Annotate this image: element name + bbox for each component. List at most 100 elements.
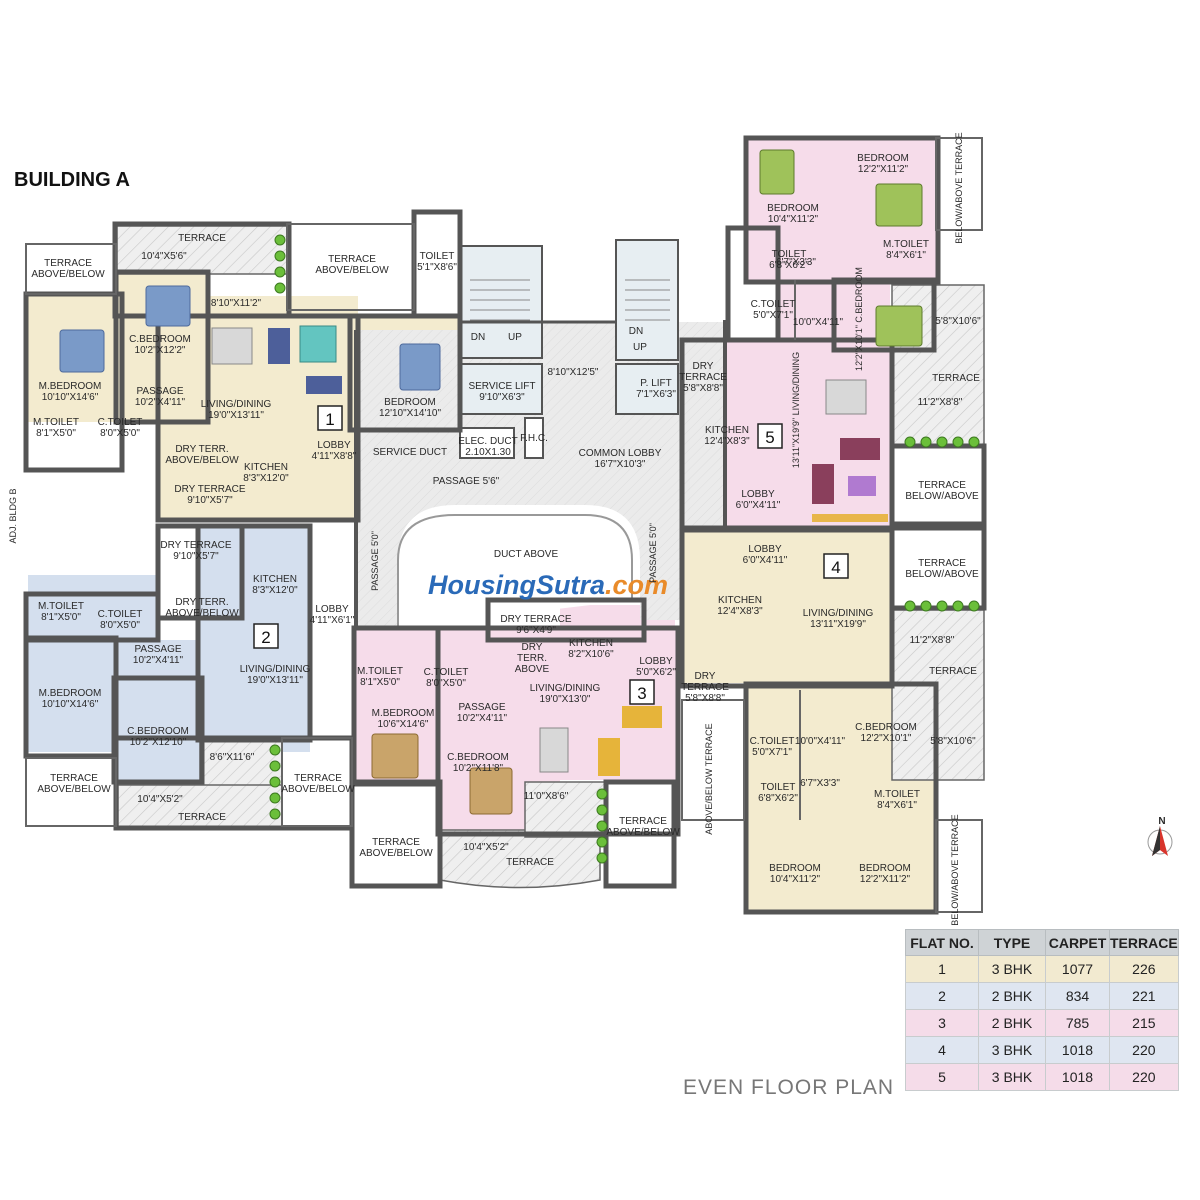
flat-number-badges: 1 2 3 4 5 [253,405,849,705]
room-label-line: LIVING/DINING [803,608,874,619]
room-label-line: KITCHEN [718,595,762,606]
room-label: 10'0"X4'11" [795,736,846,747]
cell-type: 3 BHK [978,1063,1046,1091]
room-label-line: 6'0"X4'11" [736,500,781,511]
cell-carpet: 1018 [1045,1036,1110,1064]
cell-carpet: 1018 [1045,1063,1110,1091]
room-label-line: 12'2"X11'2" [858,164,909,175]
room-label-line: TOILET [772,249,807,260]
room-label-line: M.BEDROOM [39,381,102,392]
room-label-line: 5'1"X8'6" [417,262,457,273]
room-label-line: 10'0"X4'11" [795,736,846,747]
room-label: TERRACE [178,233,226,244]
cell-flat: 5 [905,1063,979,1091]
room-label-line: 9'10"X6'3" [479,392,525,403]
room-label-line: 19'0"X13'0" [540,694,591,705]
room-label-line: 10'4"X5'6" [141,251,187,262]
room-label-line: M.TOILET [883,239,929,250]
room-label-line: M.BEDROOM [39,688,102,699]
room-label-line: 9'10"X5'7" [173,551,219,562]
room-label: 5'8"X10'6" [930,736,976,747]
table-header-row: FLAT NO. TYPE CARPET TERRACE [905,929,1179,956]
room-label-line: DRY TERRACE [174,484,245,495]
room-label-line: 5'8"X8'8" [685,693,725,704]
cell-carpet: 785 [1045,1009,1110,1037]
room-label-line: BEDROOM [384,397,436,408]
furniture [59,149,923,815]
room-label: DUCT ABOVE [494,549,559,560]
room-label-line: 10'10"X14'6" [42,392,99,403]
watermark-part2: .com [605,570,668,600]
flat-number-3: 3 [637,684,646,703]
room-label: 5'8"X10'6" [935,316,981,327]
room-label-line: LOBBY [639,656,673,667]
room-label: TERRACE [178,812,226,823]
room-label: TERRACE [932,373,980,384]
room-label-line: TERRACE [294,773,342,784]
room-label-line: ABOVE [515,664,550,675]
room-label: 11'0"X8'6" [524,791,569,802]
room-label-line: 10'4"X11'2" [770,874,821,885]
room-label-line: 10'2"X4'11" [133,655,184,666]
cell-type: 3 BHK [978,1036,1046,1064]
table-row: 2 2 BHK 834 221 [905,982,1179,1010]
room-label-line: 5'0"X7'1" [752,747,792,758]
room-label-line: 5'8"X8'8" [683,383,723,394]
room-label-line: 10'2"X4'11" [135,397,186,408]
room-label: 10'4"X5'2" [137,794,183,805]
room-label-line: 8'0"X5'0" [100,428,140,439]
room-label-line: M.TOILET [33,417,79,428]
room-label-line: 9'10"X5'7" [187,495,233,506]
room-label-line: UP [508,332,522,343]
room-label-line: 10'2"X12'2" [135,345,186,356]
cell-type: 2 BHK [978,982,1046,1010]
room-label-line: LOBBY [317,440,351,451]
room-label-line: 8'0"X5'0" [100,620,140,631]
room-label-line: C.BEDROOM [855,722,917,733]
room-label-line: TOILET [420,251,455,262]
room-label: 8'6"X11'6" [210,752,255,763]
room-label: TERRACE [506,857,554,868]
room-label-line: 12'10"X14'10" [379,408,442,419]
room-label: 8'10"X12'5" [548,367,599,378]
room-label-line: 9'6"X4'9" [516,625,556,636]
table-row: 1 3 BHK 1077 226 [905,955,1179,983]
room-label-line: TERRACE [178,812,226,823]
room-label-line: 8'3"X12'0" [252,585,298,596]
flat-number-4: 4 [831,558,840,577]
room-label-line: 8'0"X5'0" [426,678,466,689]
room-label-line: 10'4"X11'2" [768,214,819,225]
room-label-line: 6'8"X6'2" [769,260,809,271]
room-label-line: 6'7"X3'3" [776,257,816,268]
room-label-line: TERRACE [372,837,420,848]
cell-flat: 2 [905,982,979,1010]
room-label-line: ABOVE/BELOW [281,784,355,795]
